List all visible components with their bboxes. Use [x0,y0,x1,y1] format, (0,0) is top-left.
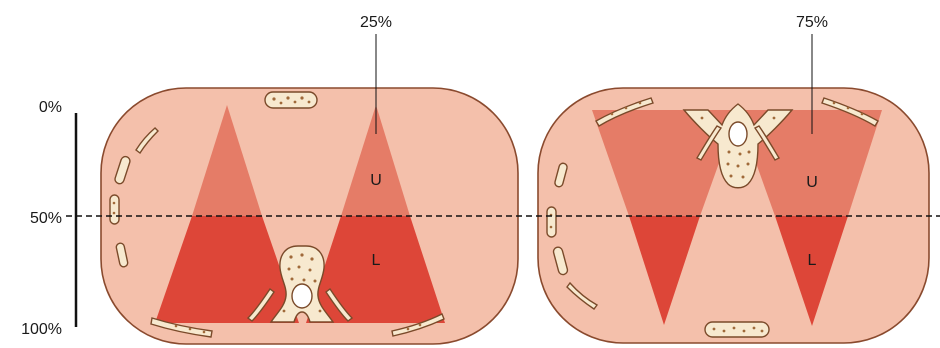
scale-label-50: 50% [30,210,62,227]
percent-scale: 0% 50% 100% [21,99,76,338]
left-percent-label: 25% [360,14,392,31]
right-percent-label: 75% [796,14,828,31]
right-cross-section: 75% U L [538,14,929,343]
rib-bone [547,207,556,237]
right-upper-label: U [806,174,818,191]
left-upper-label: U [370,172,382,189]
left-cross-section: 25% U L [101,14,518,344]
left-lower-label: L [372,252,381,269]
scale-label-0: 0% [39,99,62,116]
right-lower-label: L [808,252,817,269]
scale-label-100: 100% [21,321,62,338]
rib-bone [110,195,119,224]
